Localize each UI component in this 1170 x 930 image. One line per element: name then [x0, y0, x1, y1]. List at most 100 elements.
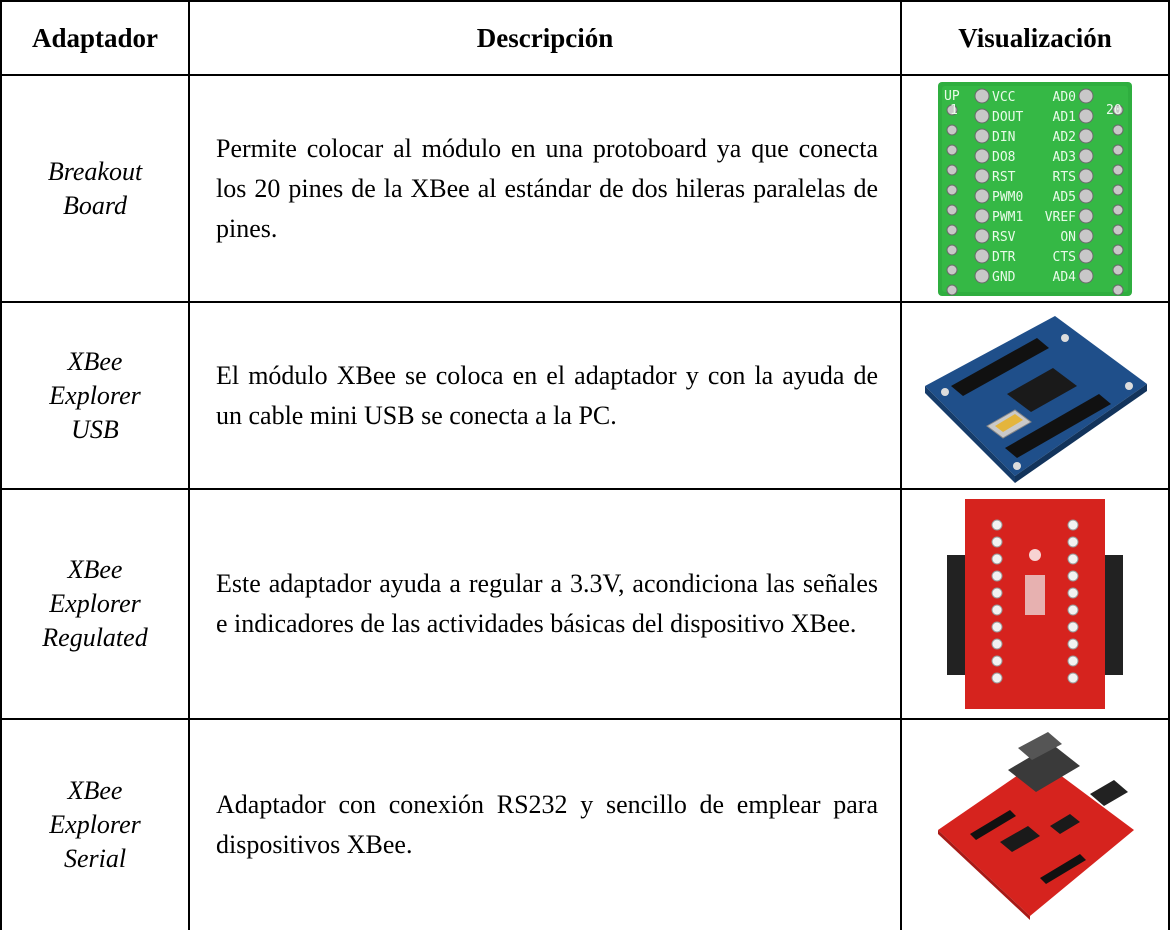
row-name-line: XBee: [67, 555, 123, 584]
header-pin: [1112, 184, 1124, 195]
explorer-serial-graphic: [938, 732, 1134, 920]
header-pin: [1112, 144, 1124, 155]
row-name-line: Board: [62, 190, 128, 220]
pin-hole: [991, 536, 1003, 548]
pin-hole: [1067, 638, 1079, 650]
board-pin-label-left: DO8: [992, 150, 1015, 165]
top-border: [0, 0, 1170, 2]
pin-hole: [991, 570, 1003, 582]
xbee-explorer-usb-image: [902, 303, 1168, 488]
pin-hole: [991, 587, 1003, 599]
header-pin: [946, 244, 958, 255]
header-pin: [1112, 104, 1124, 115]
left-border: [0, 0, 2, 930]
breakout-board-graphic: UP 1 20 VCCDOUTDINDO8RSTPWM0PWM1RSVDTRGN…: [938, 81, 1132, 296]
header-descripcion: Descripción: [476, 22, 614, 53]
board-pin-label-right: AD5: [1053, 190, 1076, 205]
pin-hole: [991, 604, 1003, 616]
pin-hole: [991, 655, 1003, 667]
board-pin-label-left: PWM1: [992, 210, 1023, 225]
row-name-line: Explorer: [49, 380, 141, 410]
header-adaptador: Adaptador: [31, 22, 159, 53]
row-divider-2: [0, 488, 1170, 490]
pin-hole: [1078, 108, 1094, 123]
pin-hole: [1078, 248, 1094, 263]
header-pin: [946, 184, 958, 195]
row-divider-1: [0, 301, 1170, 303]
board-pin-label-right: CTS: [1053, 250, 1076, 265]
row-description-xbee-explorer-serial: Adaptador con conexión RS232 y sencillo …: [216, 720, 878, 930]
row-name-line: XBee: [67, 776, 123, 805]
row-name-line: Explorer: [49, 589, 141, 618]
right-border: [1168, 0, 1170, 930]
row-name-line: USB: [71, 414, 119, 444]
row-name-breakout-board: Breakout Board: [2, 76, 188, 301]
explorer-usb-graphic: [925, 316, 1147, 483]
pin-hole: [1078, 268, 1094, 283]
row-divider-3: [0, 718, 1170, 720]
header-pin: [1112, 164, 1124, 175]
pin-hole: [974, 88, 990, 103]
pin-hole: [1067, 604, 1079, 616]
board-pin-label-right: ON: [1060, 230, 1076, 245]
header-pin: [946, 224, 958, 235]
board-pin-label-left: DOUT: [992, 110, 1023, 125]
pin-hole: [991, 638, 1003, 650]
pin-hole: [1067, 519, 1079, 531]
header-pin: [946, 144, 958, 155]
row-name-line: Breakout: [47, 156, 143, 186]
header-pin: [946, 104, 958, 115]
pin-hole: [991, 672, 1003, 684]
header-pin: [946, 164, 958, 175]
explorer-regulated-graphic: [947, 499, 1123, 709]
row-name-line: Explorer: [49, 810, 141, 839]
header-pin: [946, 204, 958, 215]
board-pin-label-left: GND: [992, 270, 1016, 285]
header-pin: [1112, 264, 1124, 275]
header-pin: [1112, 244, 1124, 255]
row-name-xbee-explorer-regulated: XBee Explorer Regulated: [2, 490, 188, 718]
row-name-line: Serial: [63, 844, 127, 873]
board-pin-label-right: AD4: [1053, 270, 1077, 285]
pin-hole: [974, 268, 990, 283]
pin-hole: [974, 248, 990, 263]
board-pin-label-left: RST: [992, 170, 1016, 185]
pin-hole: [1078, 188, 1094, 203]
row-name-xbee-explorer-usb: XBee Explorer USB: [2, 303, 188, 488]
xbee-explorer-regulated-image: [902, 490, 1168, 718]
pin-hole: [974, 188, 990, 203]
row-name-line: Regulated: [42, 623, 148, 652]
pin-hole: [1067, 621, 1079, 633]
header-divider: [0, 74, 1170, 76]
description-text: Adaptador con conexión RS232 y sencillo …: [216, 790, 878, 859]
row-description-xbee-explorer-regulated: Este adaptador ayuda a regular a 3.3V, a…: [216, 490, 878, 718]
xbee-explorer-serial-image: [902, 720, 1168, 930]
header-visualizacion: Visualización: [958, 22, 1112, 53]
board-pin-label-right: RTS: [1053, 170, 1076, 185]
pin-hole: [974, 148, 990, 163]
pin-hole: [1067, 570, 1079, 582]
row-name-line: XBee: [67, 346, 123, 376]
board-pin-label-left: RSV: [992, 230, 1016, 245]
header-pin: [946, 124, 958, 135]
pin-hole: [1078, 208, 1094, 223]
board-pin-label-right: AD2: [1053, 130, 1076, 145]
pin-hole: [1078, 228, 1094, 243]
pin-hole: [991, 553, 1003, 565]
header-pin: [1112, 224, 1124, 235]
pin-hole: [991, 519, 1003, 531]
row-description-xbee-explorer-usb: El módulo XBee se coloca en el adaptador…: [216, 303, 878, 488]
board-pin-label-left: PWM0: [992, 190, 1023, 205]
board-label-pin1: 1: [950, 103, 958, 118]
pin-hole: [1067, 672, 1079, 684]
pin-hole: [974, 108, 990, 123]
header-pin: [1112, 284, 1124, 295]
pin-hole: [1067, 655, 1079, 667]
col-divider-1: [188, 0, 190, 930]
board-label-up: UP: [944, 89, 960, 104]
header-pin: [946, 284, 958, 295]
pin-hole: [1067, 553, 1079, 565]
pin-hole: [1078, 128, 1094, 143]
row-name-xbee-explorer-serial: XBee Explorer Serial: [2, 720, 188, 930]
